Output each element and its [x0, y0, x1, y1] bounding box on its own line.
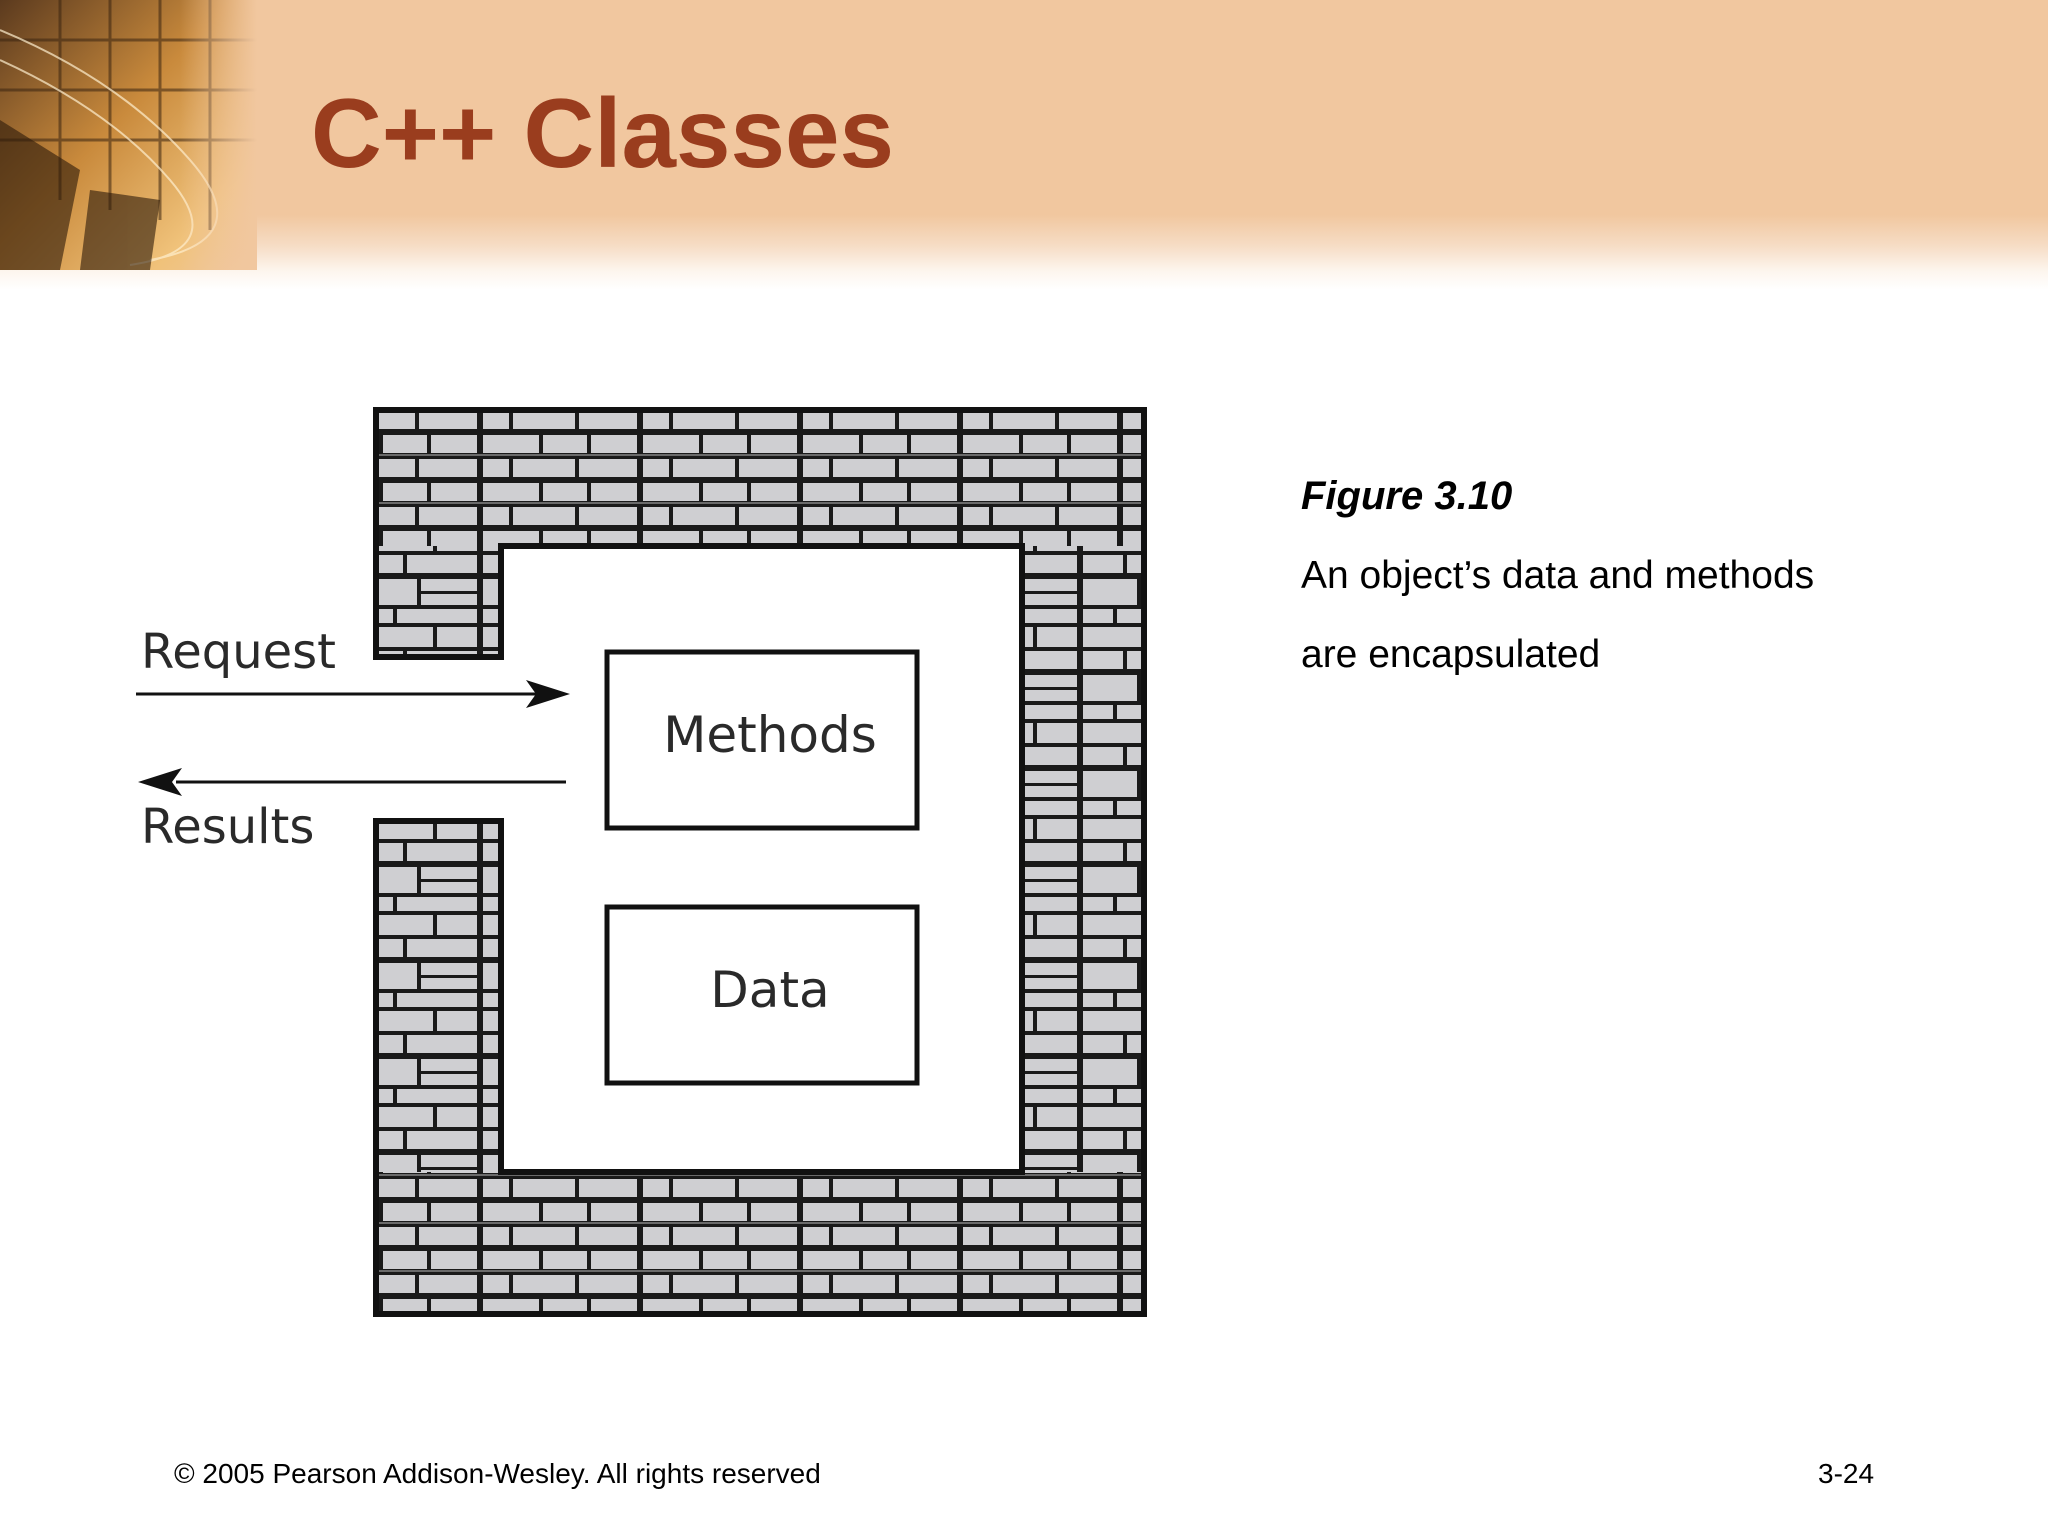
caption-line-2: are encapsulated: [1301, 633, 1601, 676]
staircase-photo: [0, 0, 257, 270]
figure-caption: Figure 3.10 An object’s data and methods…: [1301, 470, 1814, 708]
brick-wall: [373, 407, 1147, 1317]
copyright-footer: © 2005 Pearson Addison-Wesley. All right…: [174, 1458, 821, 1489]
methods-label: Methods: [663, 706, 877, 764]
results-label: Results: [141, 799, 314, 855]
results-arrow: [138, 768, 566, 796]
slide-title: C++ Classes: [311, 78, 894, 188]
request-arrow: [136, 680, 570, 708]
data-label: Data: [710, 961, 829, 1019]
request-label: Request: [141, 624, 336, 680]
caption-line-1: An object’s data and methods: [1301, 554, 1815, 597]
figure-number: Figure 3.10: [1301, 474, 1513, 518]
data-box: [604, 904, 920, 1086]
methods-box: [604, 649, 920, 831]
slide-header-band: [0, 0, 2048, 290]
page-number: 3-24: [1818, 1458, 1875, 1489]
